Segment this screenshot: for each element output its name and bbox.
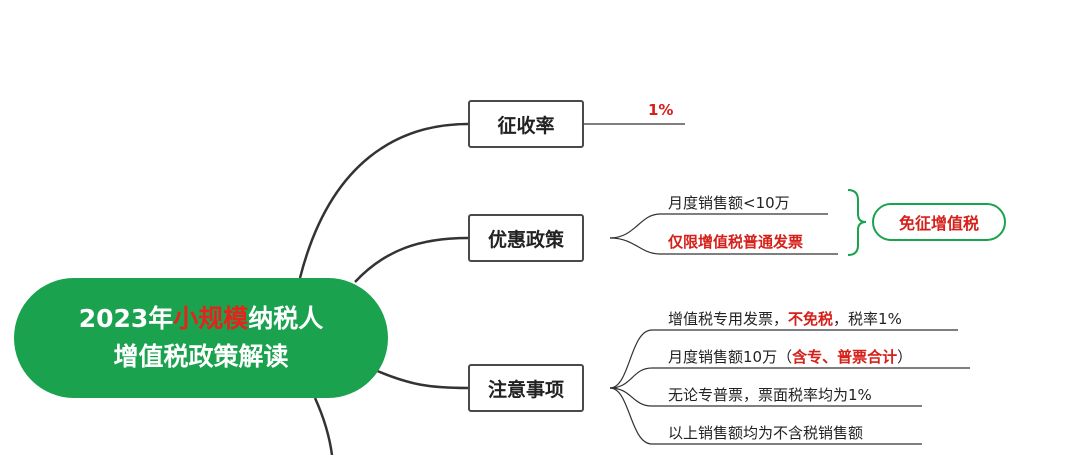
notes-item-1-pre: 增值税专用发票， [668, 310, 789, 328]
root-title-line-1: 2023年小规模纳税人 [79, 300, 324, 338]
branch-rate: 征收率 [468, 100, 584, 148]
notes-item-2-highlight: 含专、普票合计 [792, 348, 898, 366]
connector-policy-leaf-2 [609, 237, 838, 255]
connector-root-policy [354, 236, 469, 283]
root-title-suffix: 纳税人 [248, 304, 324, 333]
notes-item-3: 无论专普票，票面税率均为1% [668, 386, 872, 404]
connector-root-notes [374, 368, 469, 390]
policy-item-1: 月度销售额<10万 [668, 194, 790, 212]
connector-notes-leaf-2 [609, 367, 970, 389]
connector-root-down [313, 397, 334, 455]
notes-item-1-post: ，税率1% [833, 310, 902, 328]
root-title-highlight: 小规模 [173, 304, 249, 333]
root-node: 2023年小规模纳税人 增值税政策解读 [14, 278, 388, 398]
policy-result-badge: 免征增值税 [872, 203, 1006, 241]
policy-item-2: 仅限增值税普通发票 [668, 233, 804, 251]
notes-item-4: 以上销售额均为不含税销售额 [668, 424, 864, 442]
notes-item-2: 月度销售额10万（含专、普票合计） [668, 346, 912, 368]
notes-item-1: 增值税专用发票，不免税，税率1% [668, 308, 902, 330]
notes-item-2-post: ） [897, 348, 913, 366]
connector-notes-leaf-3 [609, 387, 922, 407]
connector-policy-leaf-1 [609, 213, 828, 239]
connector-root-rate [298, 122, 469, 279]
connector-notes-leaf-1 [609, 329, 958, 389]
policy-bracket [847, 189, 867, 256]
root-title-line-2: 增值税政策解读 [113, 342, 289, 371]
branch-policy: 优惠政策 [468, 214, 584, 262]
connector-notes-leaf-4 [609, 387, 922, 445]
branch-notes: 注意事项 [468, 364, 584, 412]
notes-item-2-pre: 月度销售额10万（ [668, 348, 793, 366]
root-title-prefix: 2023年 [78, 304, 174, 333]
rate-value: 1% [648, 101, 674, 119]
notes-item-1-highlight: 不免税 [788, 310, 834, 328]
